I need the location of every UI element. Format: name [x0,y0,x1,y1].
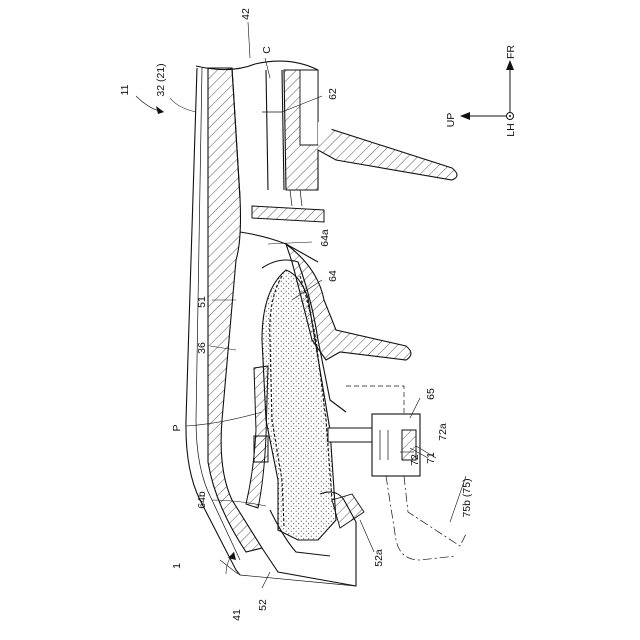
label-64: 64 [327,270,339,282]
label-72a: 72a [437,423,449,441]
clip-62 [252,190,324,222]
label-P: P [171,424,183,431]
label-1: 1 [171,563,183,569]
arrow-up-icon [506,60,514,70]
compass-up: UP [445,113,457,128]
fastener-65 [328,414,420,476]
break-line-top [196,61,318,70]
label-65: 65 [425,388,437,400]
label-36: 36 [196,342,208,354]
flange-64b [246,366,268,508]
direction-compass: FR UP LH [445,45,517,137]
label-32-21: 32 (21) [155,63,167,96]
label-62: 62 [327,88,339,100]
label-C: C [261,46,273,54]
label-52a: 52a [373,549,385,567]
compass-lh: LH [505,123,517,136]
label-fig: 11 [119,84,131,95]
compass-fr: FR [505,45,517,59]
label-42: 42 [240,8,252,20]
arrow-left-icon [460,112,470,120]
duct-62 [232,68,457,198]
label-71: 71 [425,452,437,464]
label-64a: 64a [319,229,331,247]
label-41: 41 [231,609,243,621]
label-64b: 64b [196,491,208,509]
label-72: 72 [409,454,421,466]
label-51: 51 [196,296,208,308]
label-52: 52 [257,599,269,611]
label-75b-75: 75b (75) [461,478,473,517]
